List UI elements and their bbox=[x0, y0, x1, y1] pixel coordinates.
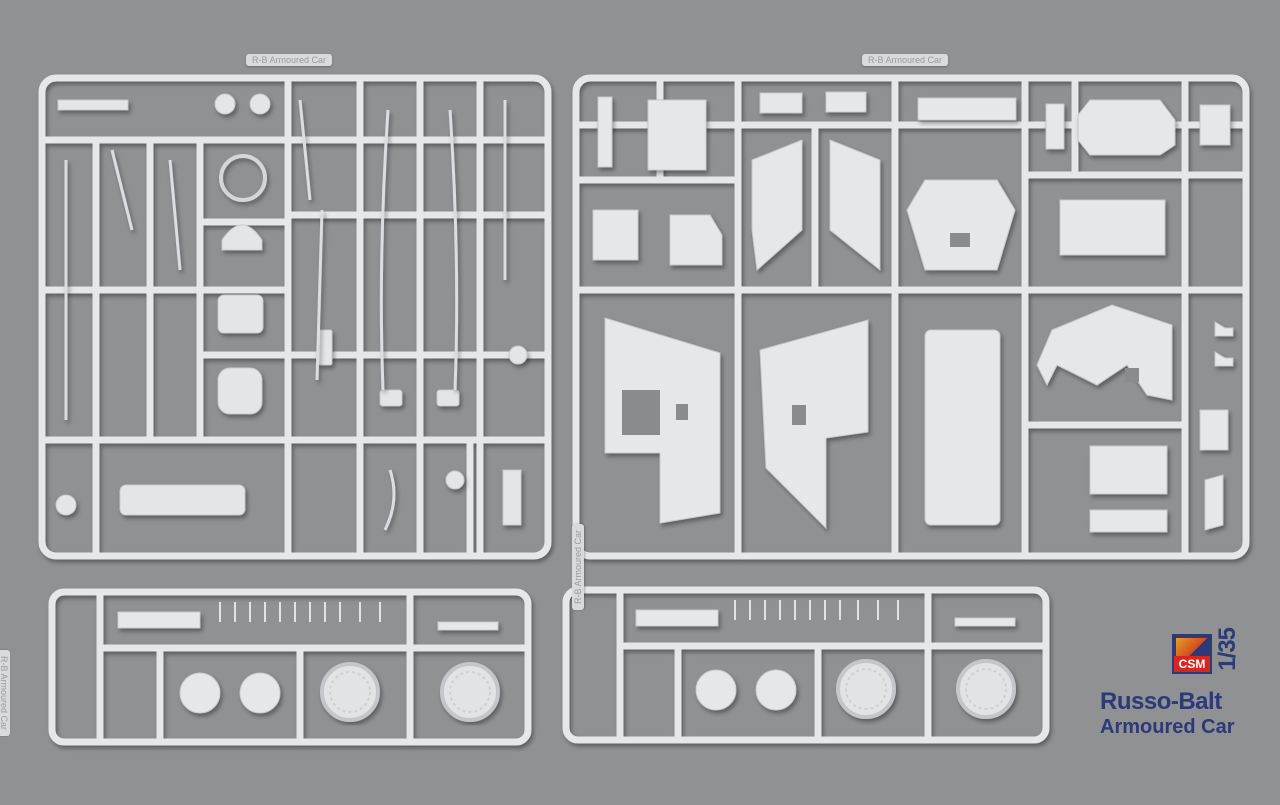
sprue-c-pins bbox=[219, 600, 899, 622]
brand-block: CSM 1/35 Russo-Balt Armoured Car bbox=[1096, 628, 1256, 748]
logo-text: CSM bbox=[1174, 656, 1210, 672]
sprue-b-tag: R-B Armoured Car bbox=[862, 54, 949, 66]
sprue-a-parts bbox=[55, 93, 528, 526]
sprue-c2-frame bbox=[562, 586, 1050, 744]
sprue-c-frame bbox=[48, 588, 532, 746]
scale-label: 1/35 bbox=[1214, 628, 1241, 671]
sprue-c-tag: R-B Armoured Car bbox=[0, 650, 10, 737]
sprue-a-frame bbox=[38, 74, 552, 560]
sprue-a-springs bbox=[64, 99, 507, 531]
sprue-b-openings bbox=[622, 233, 1139, 435]
product-title: Russo-Balt bbox=[1100, 688, 1222, 715]
csm-logo: CSM bbox=[1172, 634, 1212, 674]
product-subtitle: Armoured Car bbox=[1100, 716, 1235, 738]
sprue-c-wheels bbox=[117, 609, 1016, 722]
sprue-a-tag: R-B Armoured Car bbox=[246, 54, 333, 66]
sprue-c2-tag: R-B Armoured Car bbox=[572, 523, 584, 610]
sprue-b-frame bbox=[572, 74, 1250, 560]
sunburst-icon bbox=[1176, 638, 1208, 658]
sprue-b-parts bbox=[592, 91, 1234, 533]
